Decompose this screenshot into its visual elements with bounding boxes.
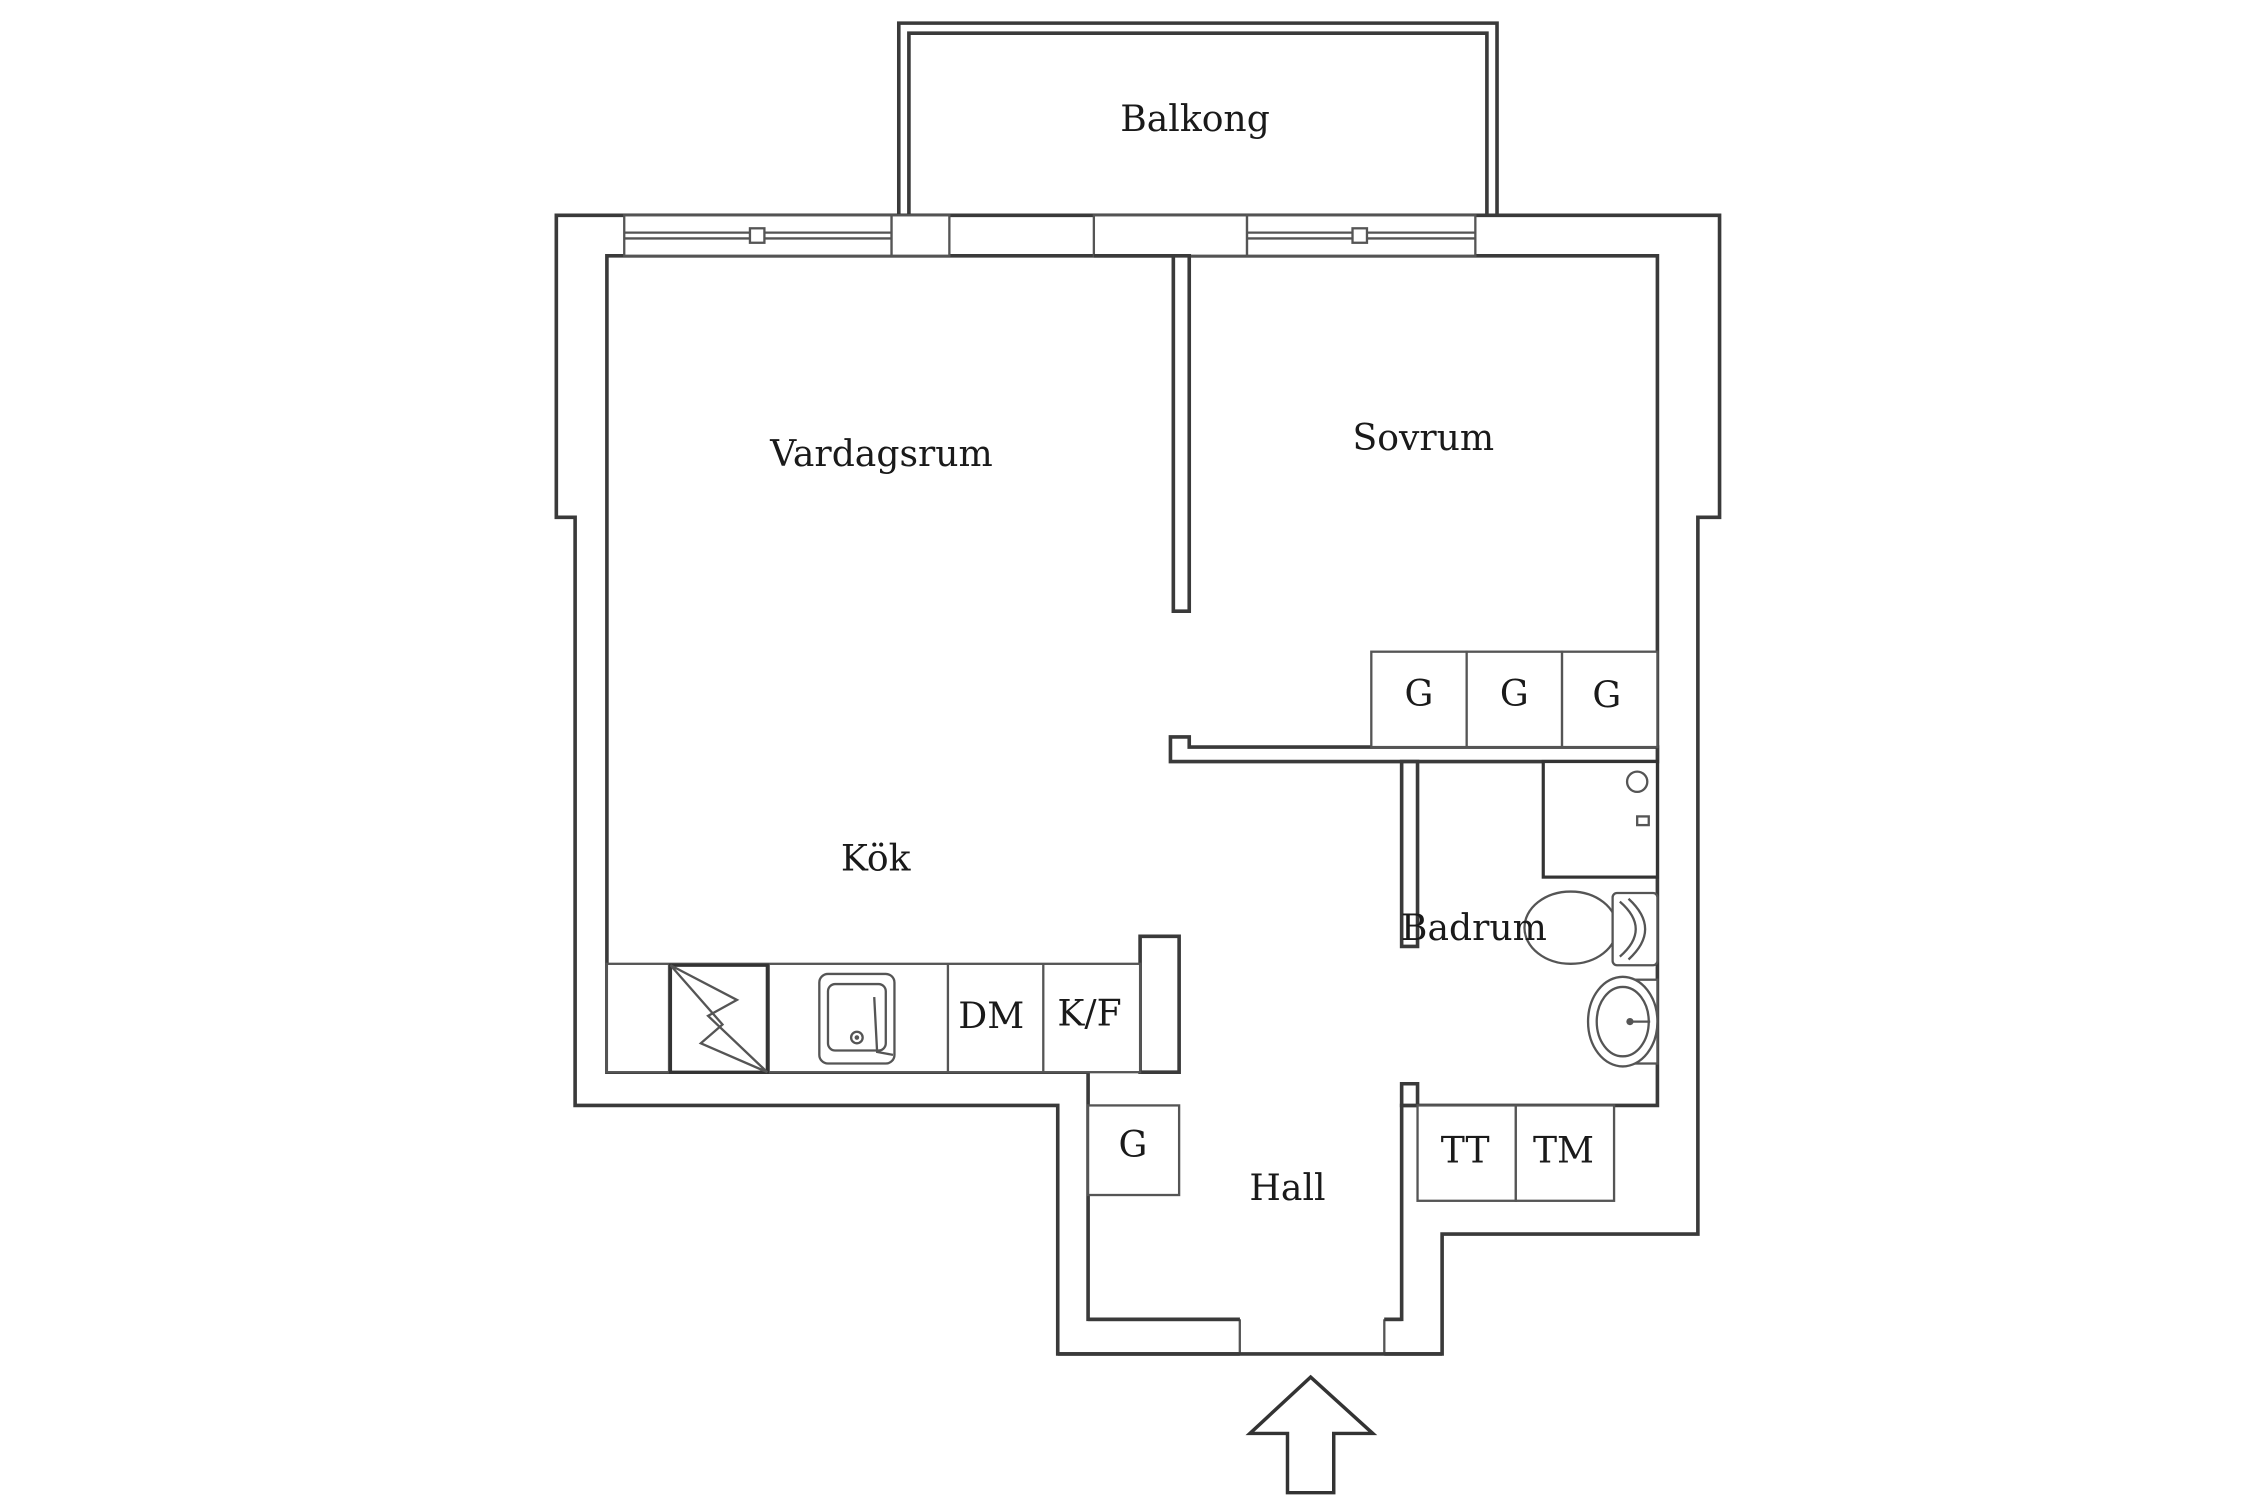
dryer-label: TT xyxy=(1441,1129,1490,1172)
hall-wardrobe xyxy=(1086,1104,1181,1197)
toilet-icon xyxy=(1523,890,1659,967)
window-living-room xyxy=(623,214,951,257)
wall-bathroom xyxy=(1399,759,1420,949)
dishwasher-label: DM xyxy=(958,994,1024,1037)
sink-icon xyxy=(818,972,896,1065)
room-label-kitchen: Kök xyxy=(841,837,912,880)
wall-kitchen-hall xyxy=(1138,934,1181,1074)
washing-machine-label: TM xyxy=(1533,1129,1594,1172)
bedroom-wardrobes xyxy=(1370,650,1659,749)
washbasin-icon xyxy=(1586,975,1659,1068)
shower-icon xyxy=(1541,759,1660,879)
wardrobe-label: G xyxy=(1118,1123,1147,1166)
room-label-bathroom: Badrum xyxy=(1401,906,1547,949)
room-label-hall: Hall xyxy=(1249,1166,1325,1209)
stove-icon xyxy=(668,963,769,1074)
room-label-living-room: Vardagsrum xyxy=(769,432,993,475)
entrance-door xyxy=(1057,1316,1443,1357)
room-label-bedroom: Sovrum xyxy=(1353,416,1495,459)
wardrobe-label: G xyxy=(1592,673,1621,716)
window-bedroom xyxy=(1092,214,1477,257)
wall-hall-bathroom xyxy=(1399,1081,1420,1108)
wardrobe-label: G xyxy=(1500,672,1529,715)
entrance-arrow-icon xyxy=(1245,1374,1378,1495)
room-label-balcony: Balkong xyxy=(1120,97,1270,140)
wall-living-bedroom xyxy=(1093,253,1192,614)
fridge-freezer-label: K/F xyxy=(1057,991,1121,1034)
laundry-units xyxy=(1416,1104,1616,1202)
wardrobe-label: G xyxy=(1405,672,1434,715)
